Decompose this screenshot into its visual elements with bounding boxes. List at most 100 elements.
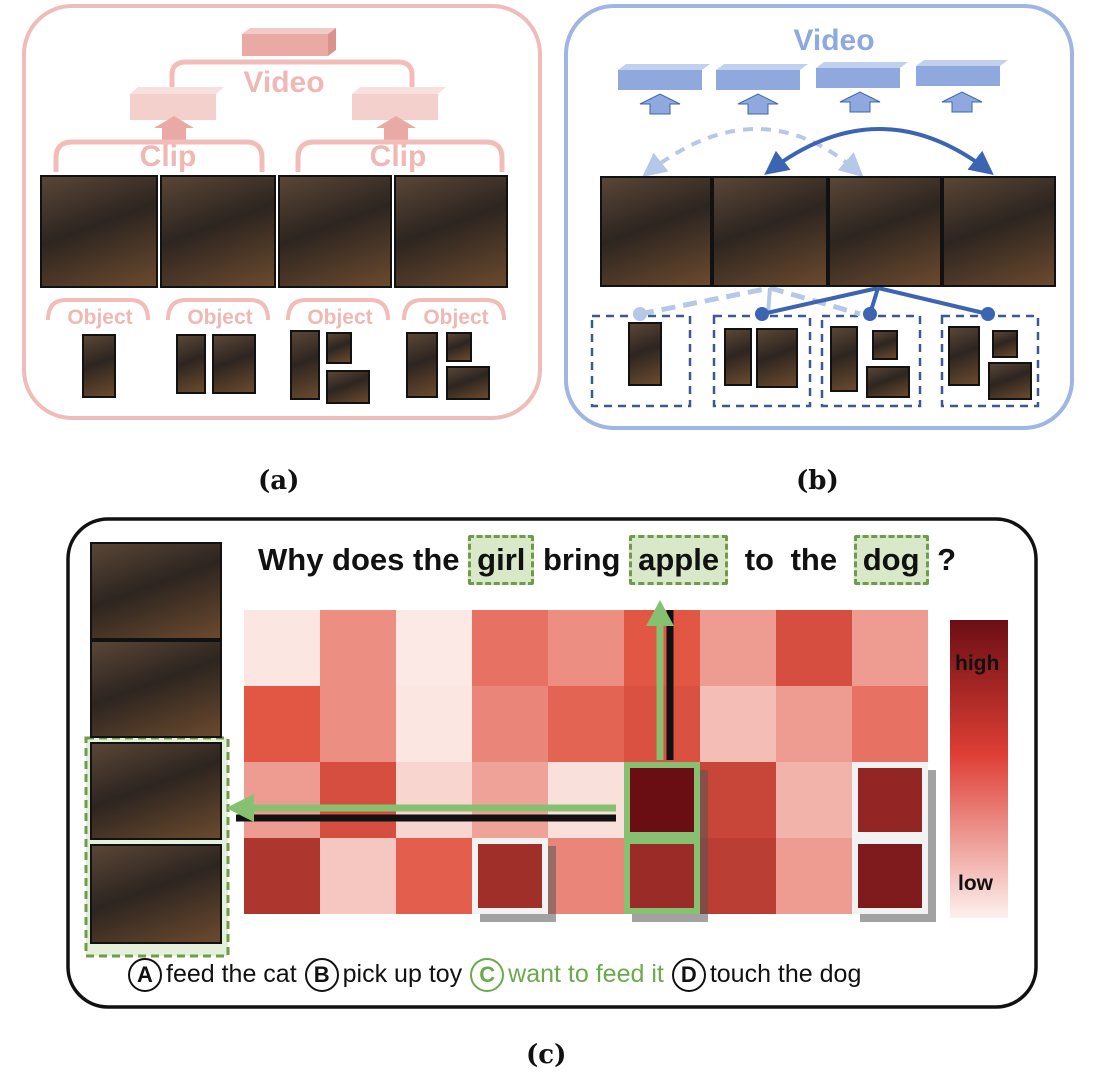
panel-b-object-crop-3 — [756, 328, 798, 388]
panel-a: Video Clip Clip Object Object Object Obj… — [22, 4, 542, 420]
clip-up-arrow-left — [154, 116, 194, 140]
option-d-letter: D — [671, 958, 706, 992]
question-word-girl: girl — [468, 535, 535, 585]
panel-a-object-crop-4 — [290, 330, 320, 400]
panel-a-object-crop-6 — [326, 370, 370, 404]
frame-up-arrow-2 — [737, 93, 779, 115]
frame-up-arrow-3 — [839, 91, 881, 113]
heatmap-cell-r3-c6 — [700, 838, 776, 914]
question-word-bring: bring — [543, 542, 621, 577]
heatmap-color-legend — [950, 620, 1008, 918]
panel-c-frame-4 — [90, 844, 222, 944]
panel-a-clip-title-right: Clip — [370, 140, 427, 173]
heatmap-cell-r1-c1 — [320, 686, 396, 762]
frame-feature-block-3 — [816, 68, 900, 88]
heatmap-cell-r2-c7 — [776, 762, 852, 838]
heatmap-cell-r1-c7 — [776, 686, 852, 762]
panel-c — [66, 517, 1038, 1009]
heatmap-cell-r0-c0 — [244, 610, 320, 686]
question-mark: ? — [937, 542, 957, 577]
heatmap-cell-r0-c3 — [472, 610, 548, 686]
object-bracket-1 — [46, 298, 150, 321]
dashed-frame-relation-arrow — [642, 127, 864, 178]
heatmap-cell-r1-c0 — [244, 686, 320, 762]
panel-a-object-label-4: Object — [423, 306, 488, 329]
legend-high-label: high — [955, 652, 1000, 675]
panel-a-object-label-1: Object — [67, 306, 132, 329]
question-word-dog: dog — [853, 535, 929, 585]
panel-a-object-label-3: Object — [307, 306, 372, 329]
option-b-letter: B — [304, 958, 339, 992]
heatmap-cell-r0-c8 — [852, 610, 928, 686]
video-feature-block — [242, 34, 328, 56]
option-a-text: feed the cat — [166, 960, 297, 988]
panel-b-object-crop-1 — [628, 322, 662, 386]
heatmap-cell-r2-c0 — [244, 762, 320, 838]
panel-b-object-crop-6 — [866, 366, 910, 398]
panel-a-frame — [22, 4, 542, 420]
frame-feature-block-2-top — [716, 64, 808, 70]
clip-bracket-right — [295, 139, 505, 172]
heatmap-cell-r0-c6 — [700, 610, 776, 686]
panel-a-object-label-2: Object — [187, 306, 252, 329]
option-c-letter: C — [470, 958, 505, 992]
heatmap-cell-r0-c4 — [548, 610, 624, 686]
vertical-green-arrowhead — [646, 600, 674, 626]
video-feature-block-side — [328, 28, 336, 56]
object-bracket-2 — [166, 298, 270, 321]
caption-a: (a) — [258, 466, 300, 496]
frame-feature-block-3-top — [816, 62, 908, 68]
heatmap-cell-r3-c4 — [548, 838, 624, 914]
video-bracket — [169, 59, 415, 92]
panel-b-object-crop-5 — [872, 330, 898, 360]
option-d-text: touch the dog — [709, 960, 862, 988]
highlighted-cell-r3-c8 — [852, 838, 928, 914]
panel-a-frame-3 — [278, 175, 392, 288]
panel-b-object-crop-7 — [948, 326, 980, 386]
horizontal-green-arrowhead — [226, 794, 254, 822]
clip-block-left-top — [130, 87, 224, 94]
panel-b-frame-3 — [828, 176, 942, 287]
caption-b: (b) — [796, 466, 839, 496]
panel-a-frame-1 — [40, 175, 158, 288]
panel-a-clip-title-left: Clip — [140, 140, 197, 173]
video-feature-block-top — [242, 28, 336, 34]
question-word-the: the — [790, 542, 838, 577]
heatmap-cell-r3-c2 — [396, 838, 472, 914]
heatmap-cell-r0-c7 — [776, 610, 852, 686]
panel-b: Video — [564, 4, 1074, 430]
panel-a-object-crop-9 — [446, 366, 490, 400]
heatmap-cell-r1-c2 — [396, 686, 472, 762]
heatmap-cell-r2-c1 — [320, 762, 396, 838]
frame-up-arrow-4 — [941, 91, 983, 113]
panel-b-up-arrows — [639, 91, 983, 115]
heatmap-cell-r1-c6 — [700, 686, 776, 762]
frame-feature-block-1-top — [618, 64, 710, 70]
heatmap-cell-r2-c4 — [548, 762, 624, 838]
panel-b-object-crop-4 — [830, 326, 858, 392]
heatmap-cell-r3-c1 — [320, 838, 396, 914]
clip-block-right-top — [352, 87, 446, 94]
panel-a-object-crop-3 — [212, 334, 256, 394]
frame-feature-block-2 — [716, 70, 800, 90]
heatmap-cell-r3-c0 — [244, 838, 320, 914]
legend-gradient-bar — [950, 620, 1008, 918]
panel-b-video-title: Video — [793, 24, 874, 57]
legend-low-label: low — [958, 872, 993, 895]
option-c-text: want to feed it — [508, 960, 664, 988]
clip-bracket-left — [53, 139, 265, 172]
option-a-letter: A — [128, 958, 162, 992]
heatmap-cell-r1-c3 — [472, 686, 548, 762]
attention-heatmap — [244, 610, 936, 922]
panel-a-object-crop-5 — [326, 332, 352, 364]
panel-a-frame-2 — [160, 175, 276, 288]
panel-b-object-crop-2 — [724, 328, 752, 386]
panel-c-frame-1 — [90, 542, 222, 640]
highlighted-cell-r3-c5 — [624, 838, 700, 914]
question-word-why: Why does the — [258, 542, 460, 577]
highlighted-cell-r2-c8 — [852, 762, 928, 838]
solid-frame-relation-arrow — [764, 127, 994, 175]
